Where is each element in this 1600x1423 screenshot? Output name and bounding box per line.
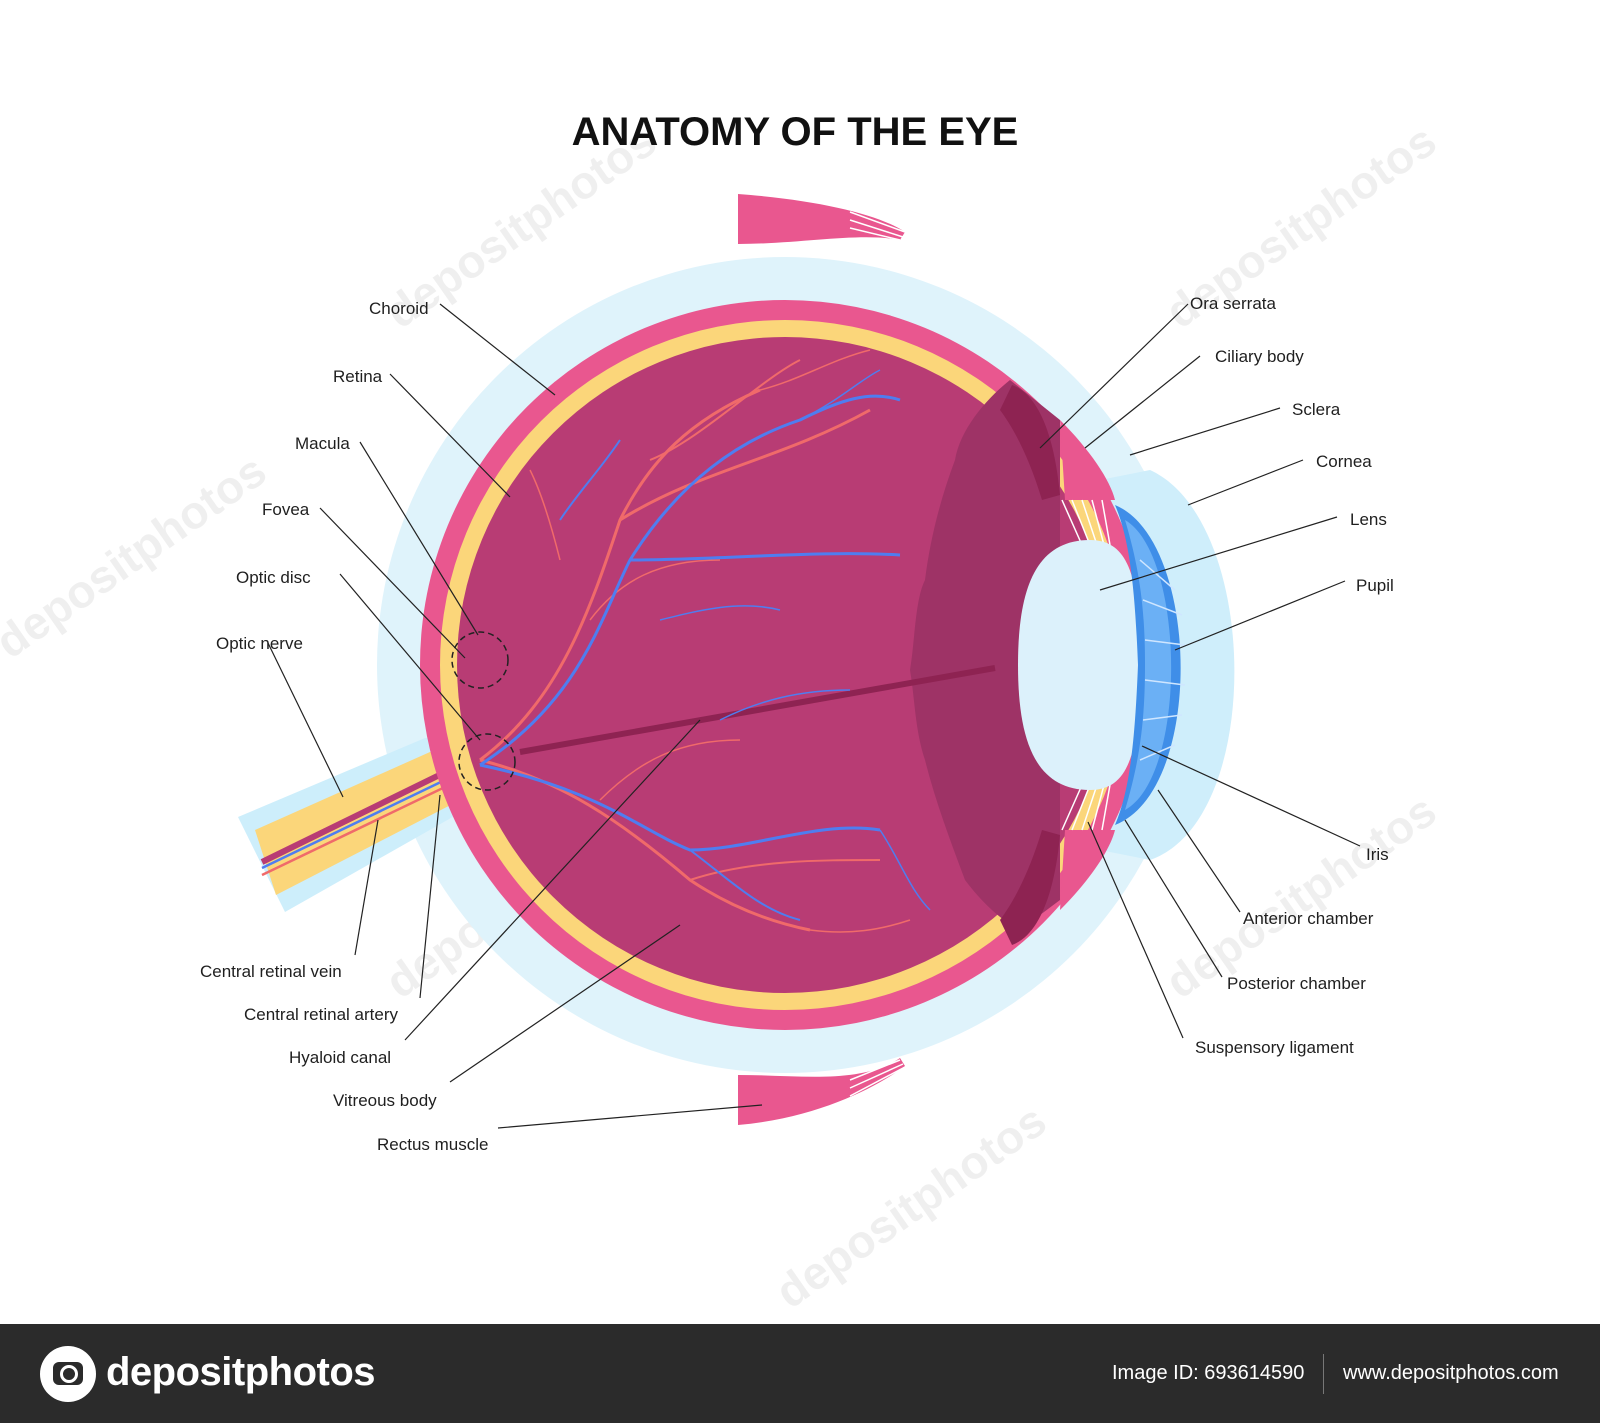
footer-divider (1323, 1354, 1324, 1394)
label-hyaloid-canal: Hyaloid canal (289, 1048, 391, 1067)
vitreous-shadow (910, 380, 1060, 930)
rectus-muscle-top (738, 194, 906, 244)
ciliary-body-top (1000, 385, 1060, 500)
footer-brand: depositphotos (106, 1350, 376, 1394)
ciliary-band (1060, 420, 1115, 500)
footer-image-id: Image ID: 693614590 (1112, 1362, 1305, 1384)
label-rectus-muscle: Rectus muscle (377, 1135, 488, 1154)
retinal-arteries (479, 349, 911, 933)
diagram-title: ANATOMY OF THE EYE (572, 110, 1019, 154)
label-lens: Lens (1350, 510, 1387, 529)
footer-website-link[interactable]: www.depositphotos.com (1343, 1362, 1559, 1384)
label-fovea: Fovea (262, 500, 310, 519)
label-optic-disc: Optic disc (236, 568, 311, 587)
camera-logo-icon (40, 1346, 96, 1402)
label-vitreous-body: Vitreous body (333, 1091, 437, 1110)
iris (1115, 505, 1186, 825)
label-central-retinal-artery: Central retinal artery (244, 1005, 399, 1024)
label-iris: Iris (1366, 845, 1389, 864)
label-pupil: Pupil (1356, 576, 1394, 595)
retinal-veins (479, 369, 931, 921)
label-macula: Macula (295, 434, 350, 453)
lens (1018, 540, 1140, 790)
label-central-retinal-vein: Central retinal vein (200, 962, 342, 981)
footer-bar: depositphotos Image ID: 693614590 www.de… (0, 1324, 1600, 1423)
label-ciliary-body: Ciliary body (1215, 347, 1304, 366)
label-suspensory-ligament: Suspensory ligament (1195, 1038, 1354, 1057)
hyaloid-canal (519, 665, 996, 755)
ciliary-body-bottom (1000, 830, 1060, 945)
label-optic-nerve: Optic nerve (216, 634, 303, 653)
label-choroid: Choroid (369, 299, 429, 318)
label-ora-serrata: Ora serrata (1190, 294, 1277, 313)
ciliary-band (1060, 830, 1115, 910)
label-posterior-chamber: Posterior chamber (1227, 974, 1366, 993)
leader-lines (267, 303, 1361, 1129)
label-cornea: Cornea (1316, 452, 1372, 471)
rectus-muscle-bottom (738, 1058, 906, 1125)
label-anterior-chamber: Anterior chamber (1243, 909, 1374, 928)
label-retina: Retina (333, 367, 383, 386)
watermark-text: depositphotos (766, 1094, 1055, 1318)
label-sclera: Sclera (1292, 400, 1341, 419)
optic-disc-marker (458, 733, 516, 791)
eye-anatomy-diagram: depositphotos depositphotos depositphoto… (0, 110, 1445, 1318)
optic-nerve (238, 737, 472, 912)
suspensory-ligament (1061, 499, 1111, 831)
macula-marker (451, 631, 509, 689)
